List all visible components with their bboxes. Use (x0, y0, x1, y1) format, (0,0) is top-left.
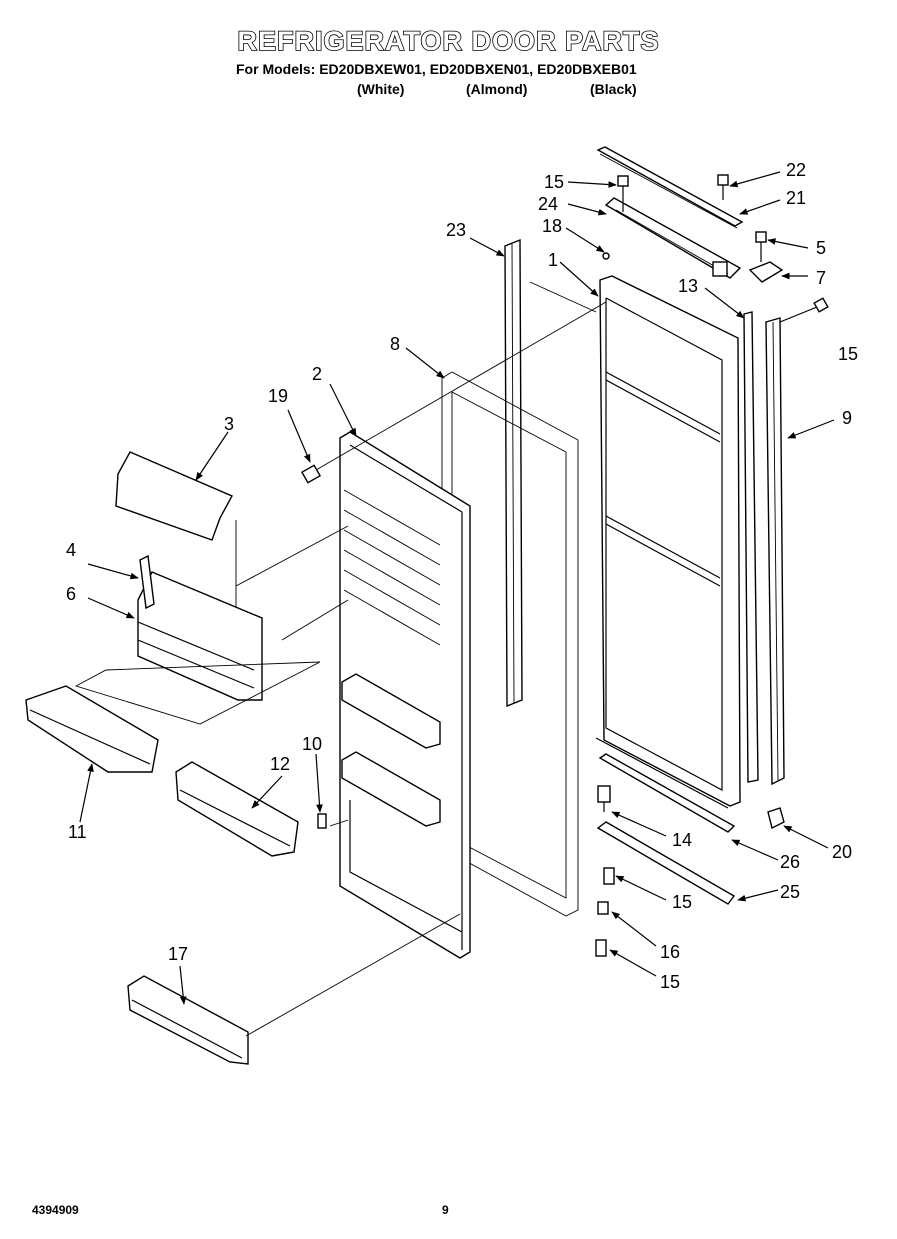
callout-7: 7 (816, 268, 826, 288)
callout-13: 13 (678, 276, 698, 296)
assembly-lines (235, 281, 607, 1037)
callout-labels: 15 24 18 1 23 22 21 5 7 13 15 9 8 2 19 3… (66, 160, 858, 992)
callout-15: 15 (660, 972, 680, 992)
callout-25: 25 (780, 882, 800, 902)
callout-8: 8 (390, 334, 400, 354)
screw-top-right (717, 174, 729, 200)
callout-21: 21 (786, 188, 806, 208)
bottom-hinge-14 (597, 785, 611, 812)
callout-16: 16 (660, 942, 680, 962)
callout-23: 23 (446, 220, 466, 240)
callout-6: 6 (66, 584, 76, 604)
callout-5: 5 (816, 238, 826, 258)
callout-arrows (79, 171, 835, 1005)
callout-11: 11 (68, 822, 87, 842)
callout-15: 15 (838, 344, 858, 364)
callout-12: 12 (270, 754, 290, 774)
doc-number: 4394909 (32, 1203, 79, 1217)
color-almond: (Almond) (466, 81, 528, 97)
bin-assembly (137, 554, 263, 701)
bottom-screws (595, 867, 615, 957)
bottom-trim-25 (596, 821, 736, 905)
bottom-trim-26 (598, 753, 736, 833)
callout-20: 20 (832, 842, 852, 862)
part-18-plug (602, 252, 610, 260)
top-hinge-bracket (604, 197, 742, 279)
callout-24: 24 (538, 194, 558, 214)
side-trim-13 (743, 311, 759, 783)
page-title: REFRIGERATOR DOOR PARTS (237, 25, 660, 57)
callout-9: 9 (842, 408, 852, 428)
page-number: 9 (442, 1203, 449, 1217)
callout-1: 1 (548, 250, 558, 270)
top-trim-strip (596, 146, 744, 229)
clip-10 (317, 813, 327, 829)
callout-15: 15 (544, 172, 564, 192)
callout-2: 2 (312, 364, 322, 384)
color-black: (Black) (590, 81, 637, 97)
callout-3: 3 (224, 414, 234, 434)
callout-4: 4 (66, 540, 76, 560)
hinge-bracket-7 (748, 261, 784, 283)
door-gasket-strip-23 (504, 238, 523, 708)
callout-26: 26 (780, 852, 800, 872)
models-line: For Models: ED20DBXEW01, ED20DBXEN01, ED… (236, 61, 637, 77)
outer-door-panel (595, 275, 741, 809)
callout-10: 10 (302, 734, 322, 754)
shelf-3 (115, 451, 233, 541)
screw-5 (755, 231, 767, 262)
bin-floor-plate (74, 661, 321, 725)
color-white: (White) (357, 81, 405, 97)
screw-19 (300, 464, 322, 484)
door-bin-12 (175, 761, 299, 857)
door-bin-11 (25, 685, 159, 773)
callout-14: 14 (672, 830, 692, 850)
inner-door-liner (339, 431, 471, 959)
door-bin-17 (127, 975, 249, 1065)
callout-17: 17 (168, 944, 188, 964)
screw-top-left (617, 175, 629, 212)
callout-18: 18 (542, 216, 562, 236)
side-trim-9 (765, 317, 785, 786)
clip-20 (767, 807, 785, 830)
screw-right (779, 297, 829, 323)
callout-22: 22 (786, 160, 806, 180)
callout-15: 15 (672, 892, 692, 912)
callout-19: 19 (268, 386, 288, 406)
